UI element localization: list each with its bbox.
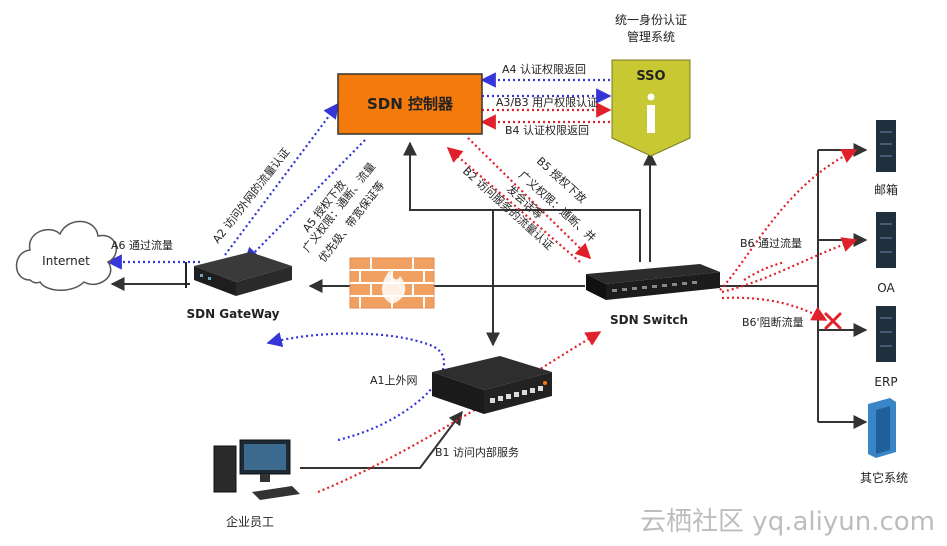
b6-block-flow-line: [721, 296, 828, 321]
sso-title-line1: 统一身份认证: [615, 12, 687, 27]
server-rack-icon: [876, 212, 896, 268]
server-mail[interactable]: 邮箱: [874, 120, 898, 197]
server-label-mail: 邮箱: [874, 182, 898, 197]
sso-info-dot-icon: [647, 93, 655, 101]
employee-node[interactable]: [213, 439, 300, 500]
gateway-port-icon: [208, 277, 211, 280]
pc-screen-icon: [244, 444, 286, 470]
b6-block-label: B6'阻断流量: [742, 315, 804, 329]
server-erp[interactable]: ERP: [874, 306, 898, 389]
b-flows: [317, 102, 858, 494]
block-x-icon: [824, 312, 842, 330]
sso-info-bar-icon: [647, 105, 655, 133]
solid-connectors: [110, 141, 868, 469]
b4-label: B4 认证权限返回: [505, 124, 589, 137]
gateway-node[interactable]: [185, 252, 292, 296]
server-label-erp: ERP: [874, 375, 897, 389]
gateway-side-icon: [236, 266, 292, 296]
switch-badge: SDN Switch: [606, 308, 692, 330]
gateway-label: SDN GateWay: [186, 307, 279, 321]
lan-switch-side-icon: [432, 372, 484, 414]
lan-switch-node[interactable]: [432, 356, 552, 414]
gateway-front-icon: [194, 266, 236, 296]
server-label-other: 其它系统: [860, 470, 908, 485]
b6-oa-flow-line: [721, 237, 858, 294]
gateway-badge-bg: [192, 302, 274, 324]
controller-label: SDN 控制器: [367, 95, 454, 113]
pc-keyboard-icon: [252, 486, 300, 500]
switch-ports-icon: [612, 281, 697, 292]
firewall-node[interactable]: [349, 257, 435, 309]
server-oa[interactable]: OA: [876, 212, 896, 295]
sso-node[interactable]: SSO: [611, 59, 691, 157]
controller-node[interactable]: SDN 控制器: [337, 73, 483, 135]
b1-label: B1 访问内部服务: [435, 445, 519, 459]
a1-flow-line: [266, 332, 445, 442]
switch-node[interactable]: [586, 264, 720, 300]
a3b3-label: A3/B3 用户权限认证: [496, 95, 598, 109]
controller-box: [337, 73, 483, 135]
watermark: 云栖社区 yq.aliyun.com: [640, 507, 935, 537]
employee-to-lan-line: [300, 410, 463, 469]
lan-switch-ports-icon: [490, 386, 543, 403]
internet-label: Internet: [42, 254, 90, 268]
lan-switch-led-icon: [543, 381, 547, 385]
b6-label: B6 通过流量: [740, 236, 802, 250]
gateway-port-icon: [200, 274, 203, 277]
pc-stand-icon: [260, 474, 270, 482]
server-rack-icon: [876, 306, 896, 362]
a5-flow-line: [243, 139, 366, 264]
firewall-flame-icon: [381, 270, 406, 304]
server-other[interactable]: 其它系统: [860, 398, 908, 485]
server-label-oa: OA: [877, 281, 895, 295]
switch-badge-bg: [606, 308, 692, 330]
a2-flow-line: [224, 102, 339, 256]
switch-label: SDN Switch: [610, 313, 688, 327]
internet-node[interactable]: Internet: [15, 220, 118, 291]
b6-mail-flow-line: [719, 148, 858, 291]
switch-top-icon: [586, 264, 720, 284]
a-flows: [106, 72, 612, 442]
gateway-top-icon: [194, 252, 292, 282]
gateway-badge: SDN GateWay: [186, 302, 280, 324]
b6-return-flow-line: [743, 260, 786, 281]
sso-label: SSO: [636, 69, 665, 84]
a6-label: A6 通过流量: [111, 238, 173, 252]
server-rack-icon: [876, 120, 896, 172]
a1-label: A1上外网: [370, 374, 418, 387]
a2-label: A2 访问外网的流量认证: [209, 145, 292, 246]
lan-switch-top-icon: [432, 356, 552, 390]
b2-flow-line: [446, 146, 581, 263]
switch-side-icon: [586, 274, 606, 300]
b5-flow-line: [467, 137, 592, 260]
switch-to-controller-line: [403, 141, 641, 262]
sso-title-line2: 管理系统: [627, 29, 675, 44]
a4-label: A4 认证权限返回: [502, 63, 586, 76]
b1-flow-line: [317, 331, 602, 494]
server-tower-front-icon: [876, 406, 890, 454]
employee-label: 企业员工: [226, 514, 274, 529]
cloud-icon: [15, 220, 118, 291]
pc-tower-icon: [213, 445, 237, 493]
